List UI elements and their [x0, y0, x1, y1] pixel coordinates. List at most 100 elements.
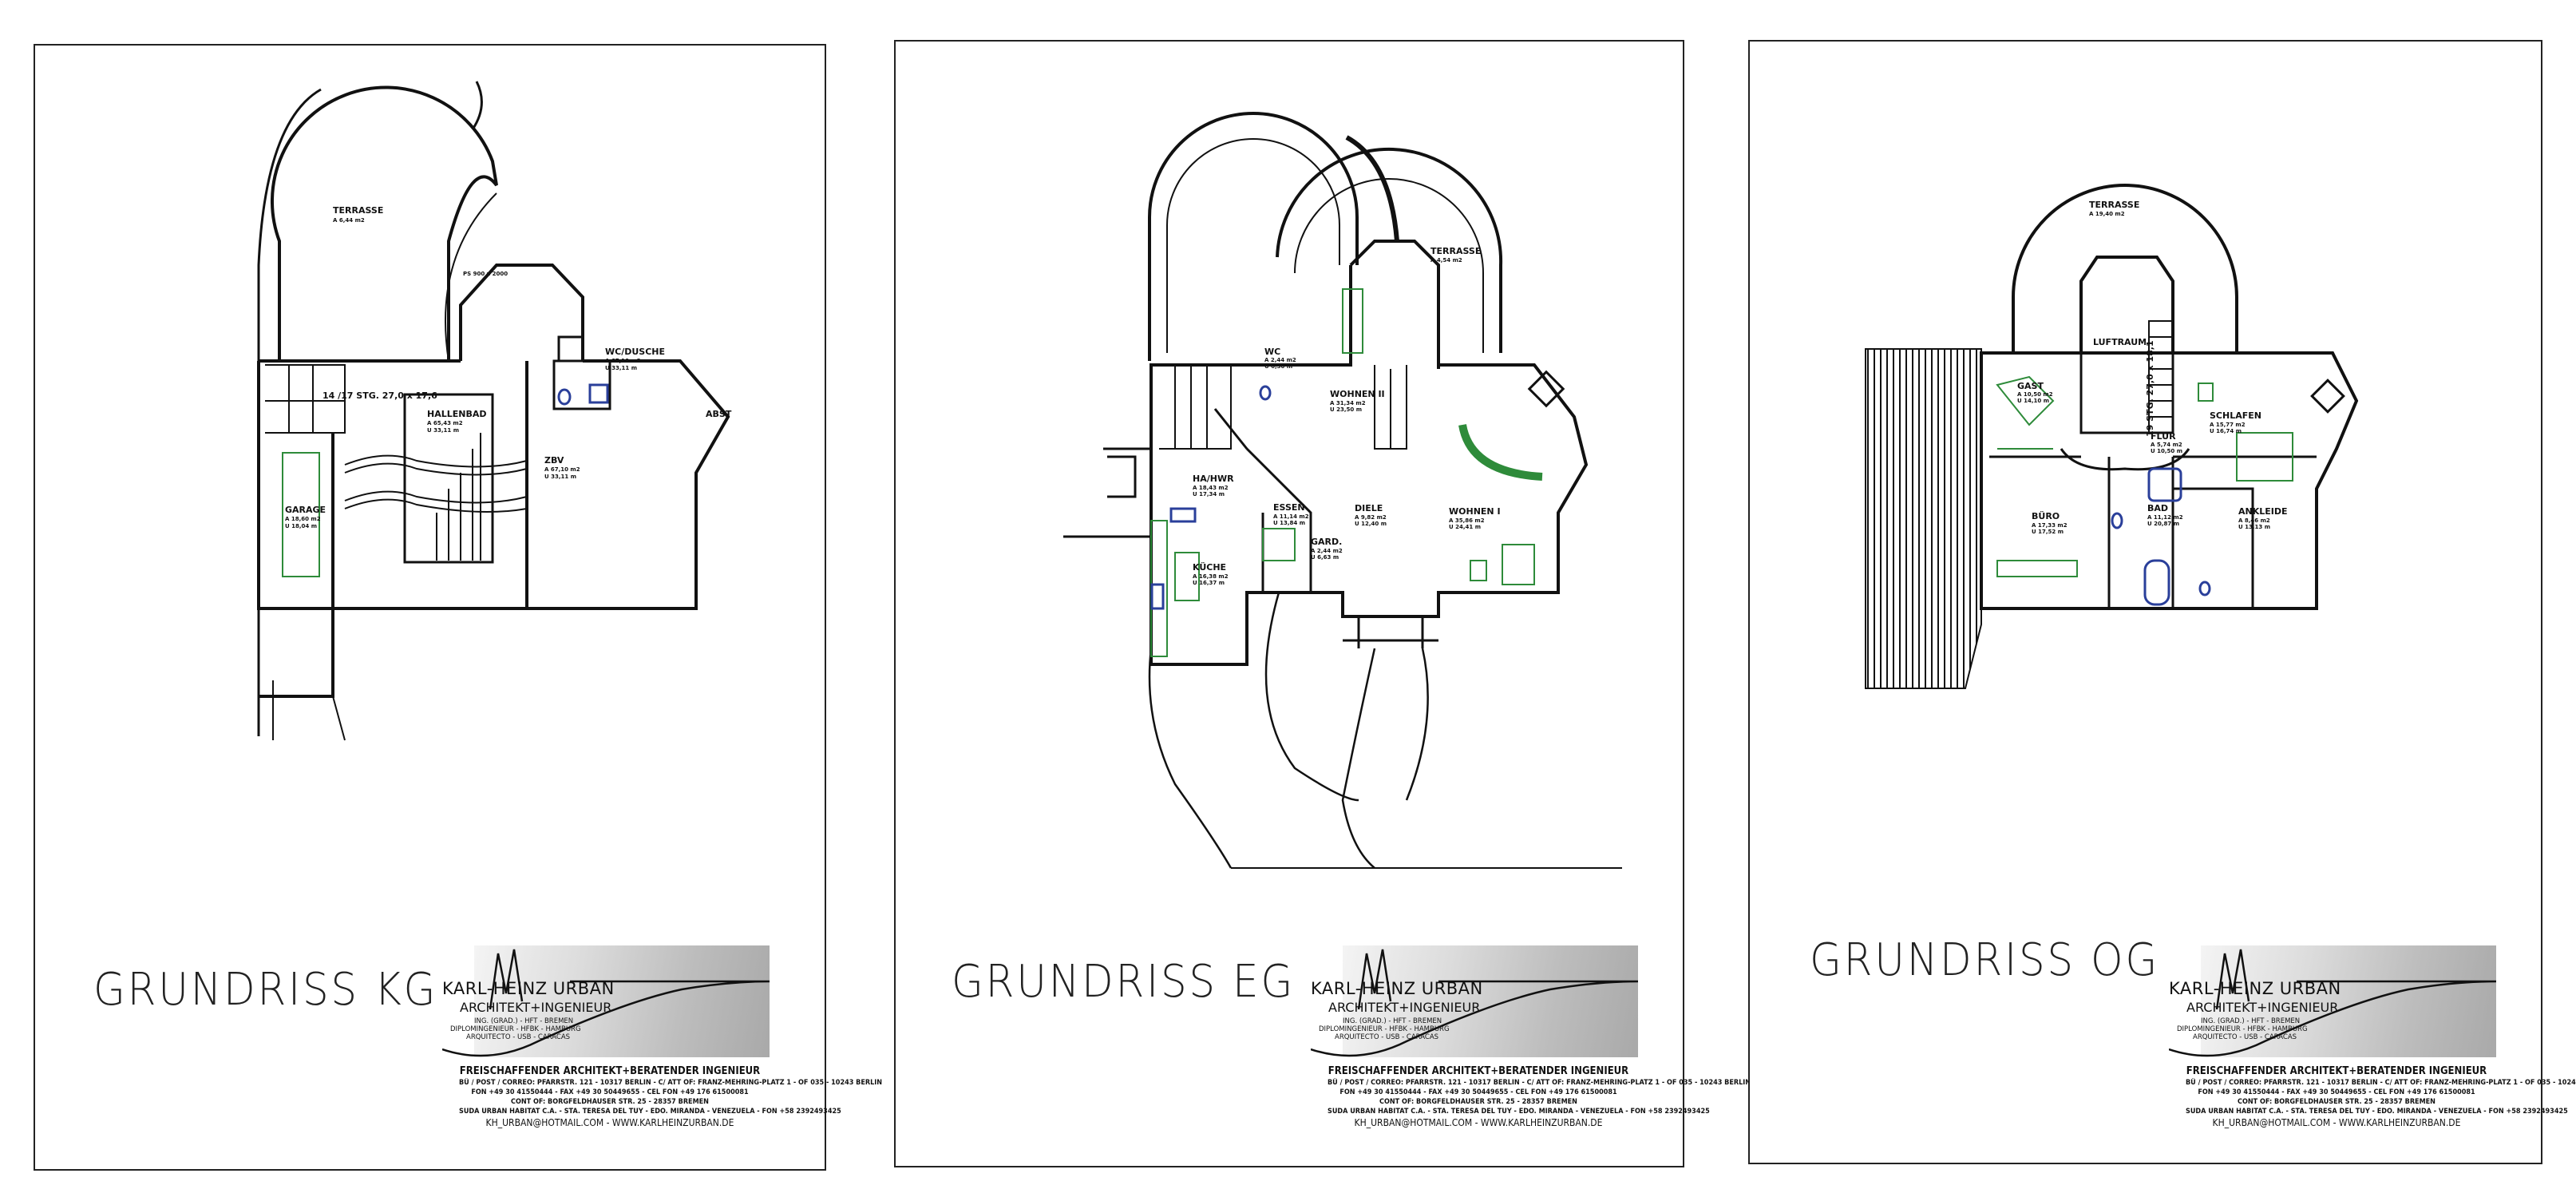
logo-name: KARL-HEINZ URBAN	[2169, 979, 2341, 998]
logo-credential: DIPLOMINGENIEUR - HFBK - HAMBURG	[1319, 1025, 1450, 1033]
room-perimeter: U 10,50 m	[2151, 448, 2182, 454]
logo-credential: DIPLOMINGENIEUR - HFBK - HAMBURG	[2177, 1025, 2308, 1033]
room-perimeter: U 17,34 m	[1193, 491, 1225, 497]
logo-address: SUDA URBAN HABITAT C.A. - STA. TERESA DE…	[1328, 1108, 1710, 1116]
room-area: A 15,77 m2	[2210, 422, 2246, 428]
room-label: WOHNEN II	[1330, 389, 1385, 399]
room-area: A 11,14 m2	[1273, 513, 1309, 520]
room-area: A 67,10 m2	[544, 466, 580, 473]
logo-contact: KH_URBAN@HOTMAIL.COM - WWW.KARLHEINZURBA…	[1354, 1117, 1603, 1128]
logo-address: FON +49 30 41550444 - FAX +49 30 5044965…	[471, 1088, 749, 1096]
room-label: BAD	[2147, 503, 2168, 513]
logo-address: BÜ / POST / CORREO: PFARRSTR. 121 - 1031…	[459, 1079, 883, 1087]
logo-address: BÜ / POST / CORREO: PFARRSTR. 121 - 1031…	[1328, 1079, 1751, 1087]
room-area: A 4,54 m2	[1430, 257, 1462, 264]
room-label: GARD.	[1311, 537, 1342, 547]
logo-credential: ARQUITECTO - USB - CARACAS	[1335, 1033, 1439, 1041]
room-label: BÜRO	[2032, 510, 2060, 521]
logo-credential: ING. (GRAD.) - HFT - BREMEN	[2201, 1017, 2301, 1025]
room-area: A 9,82 m2	[1355, 514, 1387, 521]
room-label: HALLENBAD	[427, 409, 487, 419]
room-area: A 65,43 m2	[427, 420, 463, 426]
architect-logo: KARL-HEINZ URBAN ARCHITEKT+INGENIEUR ING…	[1311, 945, 1751, 1137]
logo-address: BÜ / POST / CORREO: PFARRSTR. 121 - 1031…	[2186, 1079, 2576, 1087]
logo-address: FON +49 30 41550444 - FAX +49 30 5044965…	[2198, 1088, 2475, 1096]
logo-subtitle: ARCHITEKT+INGENIEUR	[460, 1000, 612, 1015]
room-perimeter: U 16,74 m	[2210, 428, 2242, 434]
room-area: A 17,33 m2	[2032, 522, 2068, 529]
room-perimeter: U 33,11 m	[605, 365, 637, 371]
architect-logo: KARL-HEINZ URBAN ARCHITEKT+INGENIEUR ING…	[2169, 945, 2576, 1137]
logo-name: KARL-HEINZ URBAN	[442, 979, 615, 998]
room-label: TERRASSE	[2089, 200, 2139, 210]
logo-signature-icon	[442, 949, 770, 1057]
room-perimeter: U 6,63 m	[1311, 554, 1339, 561]
room-area: A 6,44 m2	[333, 217, 365, 224]
room-label: HA/HWR	[1193, 474, 1234, 484]
room-area: A 35,86 m2	[1449, 517, 1485, 524]
logo-contact: KH_URBAN@HOTMAIL.COM - WWW.KARLHEINZURBA…	[2212, 1117, 2461, 1128]
sheet-grundriss-eg: TERRASSE A 4,54 m2 WC A 2,44 m2 U 6,30 m…	[894, 40, 1751, 1167]
room-area: A 19,40 m2	[2089, 211, 2125, 217]
room-perimeter: U 17,52 m	[2032, 529, 2064, 535]
logo-headline: FREISCHAFFENDER ARCHITEKT+BERATENDER ING…	[2186, 1065, 2487, 1077]
floor-plan-og: TERRASSE A 19,40 m2 LUFTRAUM GAST A 10,5…	[1865, 184, 2359, 689]
logo-band	[474, 945, 770, 1057]
stair-note: 19 STG. 27,0 x 18,1	[2145, 340, 2155, 437]
architect-logo: KARL-HEINZ URBAN ARCHITEKT+INGENIEUR ING…	[442, 945, 883, 1137]
room-area: A 10,50 m2	[2017, 391, 2053, 398]
logo-signature-icon	[2169, 949, 2497, 1057]
logo-credential: ING. (GRAD.) - HFT - BREMEN	[1343, 1017, 1442, 1025]
room-area: A 31,34 m2	[1330, 400, 1366, 406]
logo-band	[1343, 945, 1638, 1057]
room-perimeter: U 33,11 m	[427, 427, 459, 434]
room-label: ABST	[706, 409, 732, 419]
room-area: A 11,12 m2	[2147, 514, 2183, 521]
logo-credential: DIPLOMINGENIEUR - HFBK - HAMBURG	[450, 1025, 581, 1033]
logo-credential: ARQUITECTO - USB - CARACAS	[466, 1033, 571, 1041]
sheet-title: GRUNDRISS OG	[1810, 934, 2160, 986]
logo-address: SUDA URBAN HABITAT C.A. - STA. TERESA DE…	[2186, 1108, 2568, 1116]
logo-credential: ARQUITECTO - USB - CARACAS	[2193, 1033, 2297, 1041]
floor-plan-eg: TERRASSE A 4,54 m2 WC A 2,44 m2 U 6,30 m…	[1063, 112, 1622, 869]
logo-headline: FREISCHAFFENDER ARCHITEKT+BERATENDER ING…	[459, 1065, 761, 1077]
logo-name: KARL-HEINZ URBAN	[1311, 979, 1483, 998]
room-label: GAST	[2017, 381, 2044, 391]
room-label: WOHNEN I	[1449, 506, 1501, 517]
sheet-title: GRUNDRISS EG	[952, 956, 1296, 1008]
room-area: A 18,60 m2	[285, 516, 321, 522]
room-label: DIELE	[1355, 503, 1383, 513]
room-area: A 2,44 m2	[1264, 357, 1296, 363]
logo-address: CONT OF: BORGFELDHAUSER STR. 25 - 28357 …	[1379, 1098, 1577, 1106]
room-label: WC	[1264, 347, 1280, 357]
logo-address: FON +49 30 41550444 - FAX +49 30 5044965…	[1339, 1088, 1617, 1096]
window-note: PS 900 x 2000	[463, 271, 508, 277]
room-label: SCHLAFEN	[2210, 410, 2261, 421]
room-area: A 8,46 m2	[2238, 517, 2270, 524]
sheet-grundriss-og: TERRASSE A 19,40 m2 LUFTRAUM GAST A 10,5…	[1748, 40, 2576, 1164]
floor-plan-kg: TERRASSE A 6,44 m2 HALLENBAD A 65,43 m2 …	[257, 81, 732, 741]
room-area: A 18,43 m2	[1193, 485, 1229, 491]
room-area: A 67,10 m2	[605, 358, 641, 364]
room-label: ZBV	[544, 455, 564, 466]
logo-signature-icon	[1311, 949, 1639, 1057]
logo-headline: FREISCHAFFENDER ARCHITEKT+BERATENDER ING…	[1328, 1065, 1629, 1077]
room-perimeter: U 33,11 m	[544, 474, 576, 480]
room-area: A 5,74 m2	[2151, 442, 2182, 448]
room-label: TERRASSE	[1430, 246, 1481, 256]
room-label: WC/DUSCHE	[605, 347, 665, 357]
sheet-title: GRUNDRISS KG	[93, 964, 438, 1016]
logo-contact: KH_URBAN@HOTMAIL.COM - WWW.KARLHEINZURBA…	[485, 1117, 734, 1128]
room-perimeter: U 13,13 m	[2238, 524, 2270, 530]
stair-note: 14 /17 STG. 27,0 x 17,6	[322, 390, 437, 401]
room-perimeter: U 14,10 m	[2017, 398, 2049, 404]
logo-subtitle: ARCHITEKT+INGENIEUR	[1328, 1000, 1481, 1015]
room-perimeter: U 12,40 m	[1355, 521, 1387, 527]
room-perimeter: U 6,30 m	[1264, 363, 1292, 370]
room-perimeter: U 18,04 m	[285, 523, 317, 529]
logo-credential: ING. (GRAD.) - HFT - BREMEN	[474, 1017, 574, 1025]
logo-address: CONT OF: BORGFELDHAUSER STR. 25 - 28357 …	[2238, 1098, 2436, 1106]
logo-address: SUDA URBAN HABITAT C.A. - STA. TERESA DE…	[459, 1108, 841, 1116]
room-label: ANKLEIDE	[2238, 506, 2288, 517]
logo-band	[2201, 945, 2496, 1057]
